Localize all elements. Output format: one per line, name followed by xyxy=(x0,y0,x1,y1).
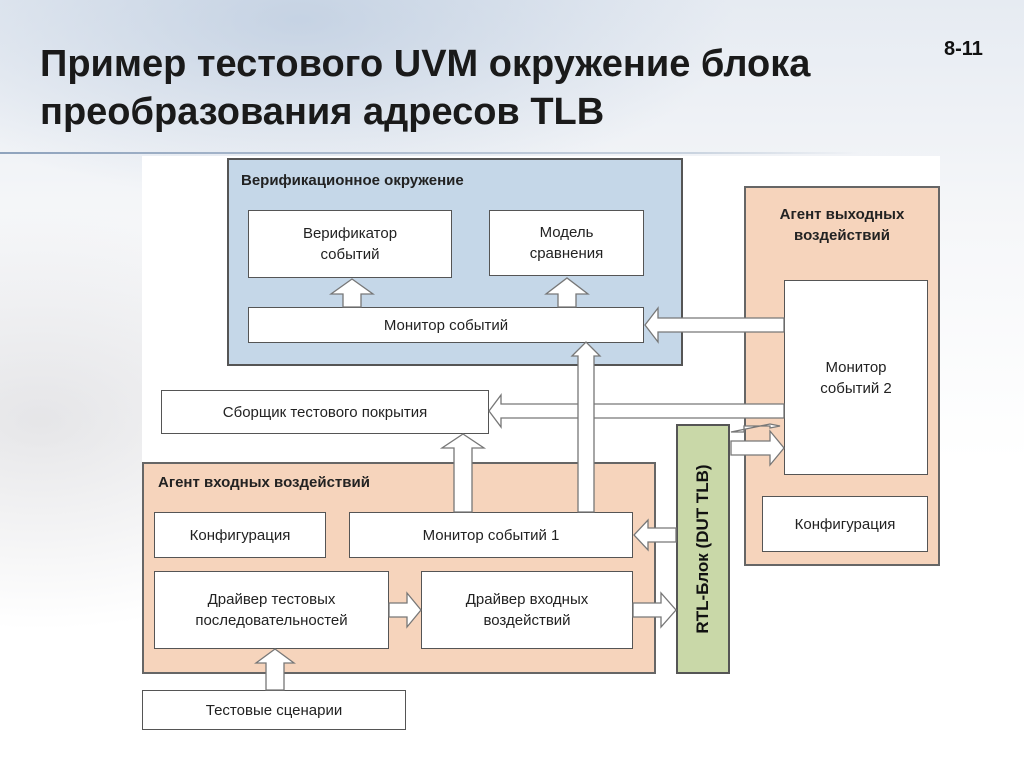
title-line-1: Пример тестового UVM окружение блока xyxy=(40,43,811,85)
output-configuration-box: Конфигурация xyxy=(762,496,928,552)
arrow-right-rtl-to-monitor2-upper xyxy=(730,423,781,433)
arrow-right-seq-to-input-driver xyxy=(388,591,422,629)
rtl-block: RTL-Блок (DUT TLB) xyxy=(676,424,730,674)
input-driver-box: Драйвер входных воздействий xyxy=(421,571,633,649)
event-monitor-box: Монитор событий xyxy=(248,307,644,343)
input-configuration-box: Конфигурация xyxy=(154,512,326,558)
coverage-collector-box: Сборщик тестового покрытия xyxy=(161,390,489,434)
arrow-left-to-coverage xyxy=(488,393,785,429)
comparison-model-box: Модель сравнения xyxy=(489,210,644,276)
title-divider xyxy=(0,152,860,154)
arrow-right-driver-to-rtl xyxy=(632,591,677,629)
page-number: 8-11 xyxy=(944,38,983,60)
arrow-up-monitor1-to-coverage xyxy=(439,433,487,513)
event-monitor-1-box: Монитор событий 1 xyxy=(349,512,633,558)
event-verifier-box: Верификатор событий xyxy=(248,210,452,278)
arrow-left-rtl-to-monitor1 xyxy=(633,518,677,552)
output-agent-label: Агент выходных воздействий xyxy=(779,206,905,244)
slide-title: Пример тестового UVM окружение блока пре… xyxy=(40,40,920,136)
arrow-right-rtl-to-monitor2-lower xyxy=(730,429,785,467)
arrow-up-to-model xyxy=(544,277,590,308)
arrow-up-monitor1-to-monitor xyxy=(570,341,602,513)
event-monitor-2-box: Монитор событий 2 xyxy=(784,280,928,475)
sequence-driver-box: Драйвер тестовых последовательностей xyxy=(154,571,389,649)
verification-env-label: Верификационное окружение xyxy=(241,172,464,189)
input-agent-label: Агент входных воздействий xyxy=(158,474,370,491)
arrow-left-monitor2-to-monitor xyxy=(644,306,785,344)
arrow-up-scenarios-to-seq xyxy=(254,648,296,691)
title-line-2: преобразования адресов TLB xyxy=(40,91,605,133)
arrow-up-to-verifier xyxy=(328,278,376,308)
